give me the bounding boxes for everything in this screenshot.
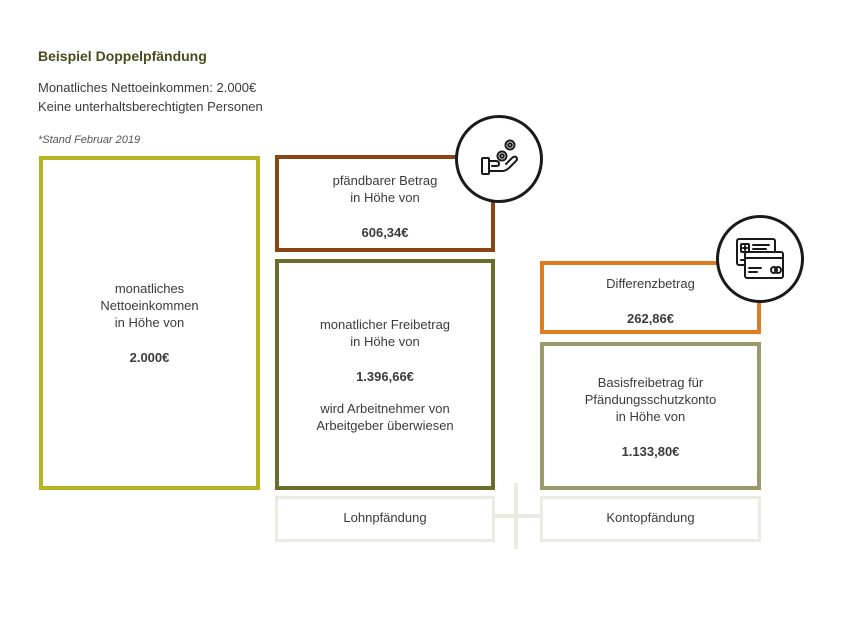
wage-garnishment-label: Lohnpfändung — [275, 496, 495, 542]
wage-garnishment-text: Lohnpfändung — [343, 510, 427, 525]
date-note: *Stand Februar 2019 — [38, 134, 141, 146]
income-text-1: monatliches — [114, 281, 185, 296]
dependents-info: Keine unterhaltsberechtigten Personen — [38, 99, 263, 114]
basic-text-2: Pfändungsschutzkonto — [584, 392, 717, 407]
difference-value: 262,86€ — [627, 311, 674, 326]
credit-card-icon — [716, 215, 804, 303]
allowance-text-2: in Höhe von — [350, 334, 420, 349]
income-info: Monatliches Nettoeinkommen: 2.000€ — [38, 80, 257, 95]
seizable-amount-box: pfändbarer Betrag in Höhe von 606,34€ — [275, 155, 495, 252]
account-garnishment-text: Kontopfändung — [606, 510, 695, 525]
seizable-value: 606,34€ — [361, 225, 409, 240]
income-box: monatliches Nettoeinkommen in Höhe von 2… — [39, 156, 260, 490]
monthly-allowance-box: monatlicher Freibetrag in Höhe von 1.396… — [275, 259, 495, 490]
hand-coins-icon — [455, 115, 543, 203]
allowance-text-1: monatlicher Freibetrag — [319, 317, 451, 332]
credit-card-icon-svg — [736, 238, 784, 279]
basic-text-3: in Höhe von — [615, 409, 686, 424]
seizable-text-2: in Höhe von — [350, 190, 420, 205]
allowance-extra-1: wird Arbeitnehmer von — [320, 401, 450, 416]
basic-text-1: Basisfreibetrag für — [597, 375, 704, 390]
difference-text: Differenzbetrag — [606, 276, 695, 291]
page-title: Beispiel Doppelpfändung — [38, 48, 207, 64]
hand-coins-icon-svg — [481, 139, 518, 175]
income-text-3: in Höhe von — [114, 315, 185, 330]
income-value: 2.000€ — [129, 350, 170, 365]
allowance-value: 1.396,66€ — [356, 369, 414, 384]
account-garnishment-label: Kontopfändung — [540, 496, 761, 542]
plus-horizontal-line — [483, 514, 549, 518]
allowance-extra-2: Arbeitgeber überwiesen — [316, 418, 454, 433]
basic-allowance-box: Basisfreibetrag für Pfändungsschutzkonto… — [540, 342, 761, 490]
income-text-2: Nettoeinkommen — [100, 298, 199, 313]
seizable-text-1: pfändbarer Betrag — [332, 173, 438, 188]
basic-value: 1.133,80€ — [621, 444, 680, 459]
